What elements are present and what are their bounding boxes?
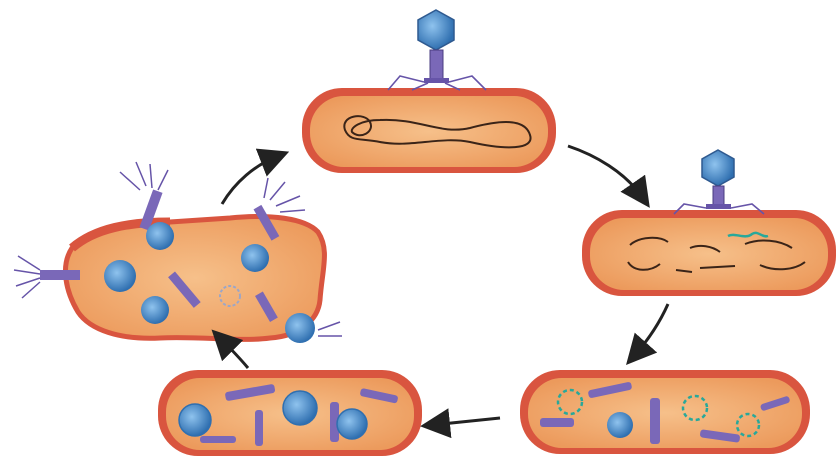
stage-assembly: [520, 370, 810, 454]
cycle-arrow-icon: [432, 418, 500, 425]
stage-lysis: [14, 162, 342, 343]
bacterial-cell: [302, 88, 556, 173]
cycle-arrow-icon: [634, 304, 668, 356]
bacteriophage-icon: [674, 150, 764, 214]
stage-attachment: [302, 10, 556, 173]
bacterial-cell: [520, 370, 810, 454]
cycle-arrow-icon: [568, 146, 643, 198]
cycle-arrow-icon: [222, 156, 278, 204]
bacteriophage-icon: [388, 10, 486, 90]
stage-maturation: [158, 370, 422, 456]
cycle-arrow-icon: [220, 338, 248, 368]
bacterial-cell: [582, 210, 836, 296]
phage-head: [607, 412, 633, 438]
